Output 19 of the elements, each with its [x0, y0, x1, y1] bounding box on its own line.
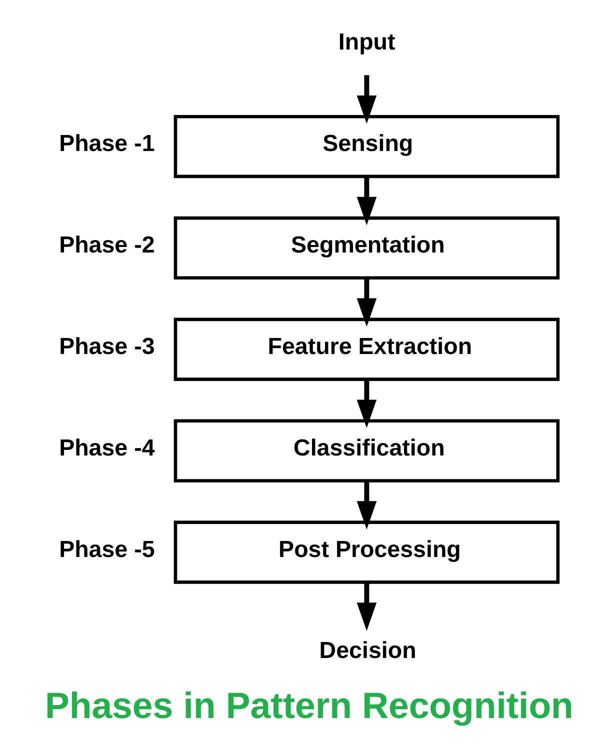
node-box: Feature Extraction: [173, 318, 560, 381]
node-text: Input: [338, 28, 395, 55]
caption: Phases in Pattern Recognition: [44, 684, 573, 726]
node-box: Post Processing: [173, 520, 560, 584]
node-box: Classification: [173, 419, 560, 482]
node-label: Phase -1: [58, 130, 154, 156]
arrow: [356, 278, 376, 327]
node-label: Phase -2: [58, 231, 154, 258]
arrow: [356, 379, 376, 428]
node-label: Phase -3: [58, 332, 154, 359]
node-label: Phase -5: [58, 536, 154, 562]
node-box: Segmentation: [173, 216, 560, 280]
node-text: Decision: [318, 637, 416, 664]
arrow: [356, 176, 376, 226]
node-label: Phase -4: [58, 434, 154, 460]
node-box: Sensing: [173, 114, 560, 178]
arrow: [356, 75, 376, 124]
arrow: [356, 480, 376, 530]
arrow: [356, 582, 376, 631]
